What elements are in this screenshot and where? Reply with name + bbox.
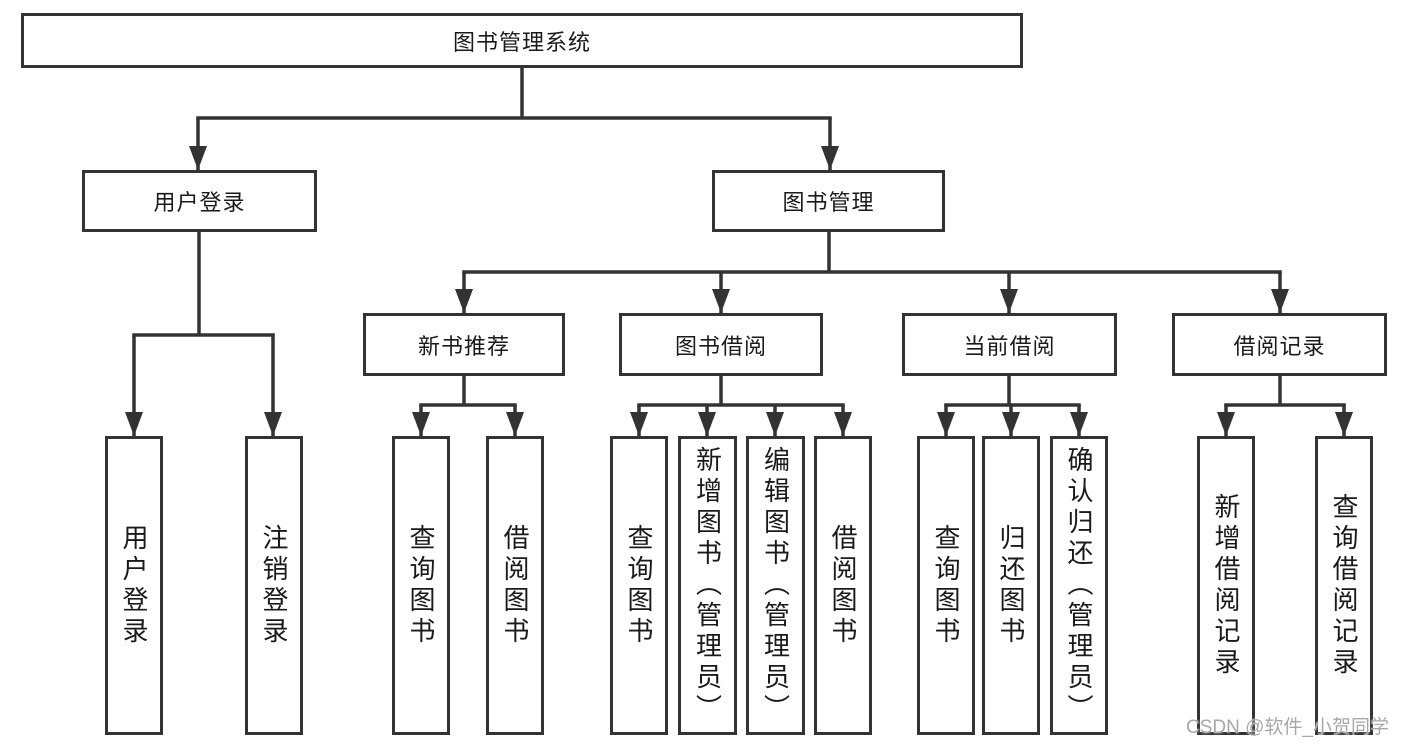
node-label: 新增借阅记录 (1211, 492, 1241, 679)
node-label: 注销登录 (259, 523, 289, 648)
leaf-add-borrow-record: 新增借阅记录 (1197, 436, 1255, 735)
leaf-return-book: 归还图书 (982, 436, 1040, 735)
node-label: 图书借阅 (674, 333, 767, 359)
leaf-edit-book-admin: 编辑图书（管理员） (746, 436, 805, 735)
node-label: 查询借阅记录 (1329, 492, 1359, 679)
node-label: 查询图书 (931, 523, 961, 648)
node-label: 用户登录 (153, 190, 246, 215)
leaf-add-book-admin: 新增图书（管理员） (678, 436, 737, 735)
node-label: 借阅记录 (1233, 333, 1326, 359)
leaf-query-books-borrow: 查询图书 (610, 436, 668, 735)
leaf-query-borrow-record: 查询借阅记录 (1315, 436, 1373, 735)
leaf-borrow-books: 借阅图书 (814, 436, 872, 735)
node-borrowing-records: 借阅记录 (1172, 313, 1387, 376)
node-label: 当前借阅 (963, 333, 1056, 359)
node-label: 图书管理系统 (452, 29, 591, 55)
node-book-borrowing: 图书借阅 (619, 313, 823, 376)
node-label: 编辑图书（管理员） (760, 446, 791, 725)
leaf-user-login: 用户登录 (105, 436, 163, 735)
node-label: 图书管理 (782, 190, 875, 215)
node-label: 查询图书 (624, 523, 654, 648)
arrow-lines (125, 118, 1353, 436)
leaf-borrow-books-recommend: 借阅图书 (486, 436, 544, 735)
node-book-management-module: 图书管理 (712, 170, 945, 232)
node-current-borrowing: 当前借阅 (902, 313, 1117, 376)
node-label: 确认归还（管理员） (1064, 446, 1094, 725)
node-label: 用户登录 (119, 523, 149, 648)
node-label: 新书推荐 (417, 333, 510, 359)
node-label: 借阅图书 (500, 523, 530, 648)
node-library-management-system: 图书管理系统 (21, 13, 1023, 68)
csdn-watermark: CSDN @软件_小贺同学 (1186, 717, 1389, 738)
node-label: 查询图书 (406, 523, 436, 648)
leaf-confirm-return-admin: 确认归还（管理员） (1050, 436, 1108, 735)
leaf-query-books-current: 查询图书 (917, 436, 975, 735)
node-label: 新增图书（管理员） (692, 446, 723, 725)
tree-branch-lines (132, 66, 1346, 407)
node-label: 归还图书 (996, 523, 1026, 648)
leaf-logout: 注销登录 (245, 436, 303, 735)
node-user-login-module: 用户登录 (82, 170, 317, 232)
leaf-query-books-recommend: 查询图书 (392, 436, 450, 735)
node-new-book-recommendation: 新书推荐 (363, 313, 565, 376)
node-label: 借阅图书 (828, 523, 858, 648)
